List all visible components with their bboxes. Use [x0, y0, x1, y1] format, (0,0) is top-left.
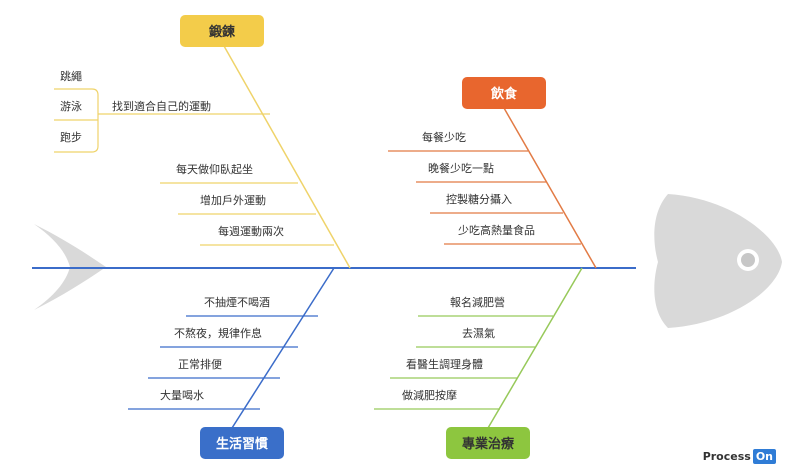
exercise-cause-label: 增加戶外運動	[200, 193, 266, 207]
brand-badge: On	[752, 449, 776, 464]
treatment-cause-label: 做減肥按摩	[402, 388, 457, 402]
diet-category-label: 飲食	[490, 86, 518, 102]
diet-main-bone	[503, 107, 597, 269]
exercise-cause-label: 每週運動兩次	[218, 224, 284, 238]
exercise-subcause-label: 游泳	[60, 99, 82, 113]
diet-cause-label: 控製糖分攝入	[446, 192, 512, 206]
category-treatment: 專業治療 報名減肥營 去濕氣 看醫生調理身體 做減肥按摩	[374, 267, 583, 459]
exercise-subcause-label: 跳繩	[60, 69, 82, 83]
exercise-cause-label: 找到適合自己的運動	[112, 99, 211, 113]
lifestyle-category-box[interactable]	[200, 427, 284, 459]
exercise-subcause-label: 跑步	[60, 130, 82, 144]
brand-text: Process	[702, 450, 751, 463]
category-exercise: 鍛鍊 找到適合自己的運動 每天做仰臥起坐 增加戶外運動 每週運動兩次 跳繩 游泳…	[54, 15, 351, 269]
diet-category-box[interactable]	[462, 77, 546, 109]
lifestyle-cause-label: 正常排便	[178, 357, 222, 371]
exercise-main-bone	[223, 45, 351, 269]
treatment-cause-label: 看醫生調理身體	[406, 357, 483, 371]
treatment-main-bone	[487, 267, 583, 429]
exercise-category-label: 鍛鍊	[209, 24, 236, 40]
lifestyle-main-bone	[231, 267, 335, 429]
lifestyle-category-label: 生活習慣	[216, 436, 268, 452]
category-lifestyle: 生活習慣 不抽煙不喝酒 不熬夜，規律作息 正常排便 大量喝水	[128, 267, 335, 459]
fish-head-shape	[654, 194, 782, 328]
exercise-cause-label: 每天做仰臥起坐	[176, 162, 253, 176]
category-diet: 飲食 每餐少吃 晚餐少吃一點 控製糖分攝入 少吃高熱量食品	[388, 77, 597, 269]
lifestyle-cause-label: 大量喝水	[160, 388, 204, 402]
fish-eye	[741, 253, 755, 267]
treatment-cause-label: 去濕氣	[462, 326, 495, 340]
treatment-cause-label: 報名減肥營	[450, 295, 505, 309]
exercise-category-box[interactable]	[180, 15, 264, 47]
diet-cause-label: 晚餐少吃一點	[428, 161, 494, 175]
processon-logo: Process On	[703, 449, 776, 464]
lifestyle-cause-label: 不熬夜，規律作息	[174, 326, 262, 340]
treatment-category-box[interactable]	[446, 427, 530, 459]
lifestyle-cause-label: 不抽煙不喝酒	[204, 295, 270, 309]
diet-cause-label: 少吃高熱量食品	[458, 223, 535, 237]
diet-cause-label: 每餐少吃	[422, 130, 466, 144]
treatment-category-label: 專業治療	[462, 436, 515, 452]
